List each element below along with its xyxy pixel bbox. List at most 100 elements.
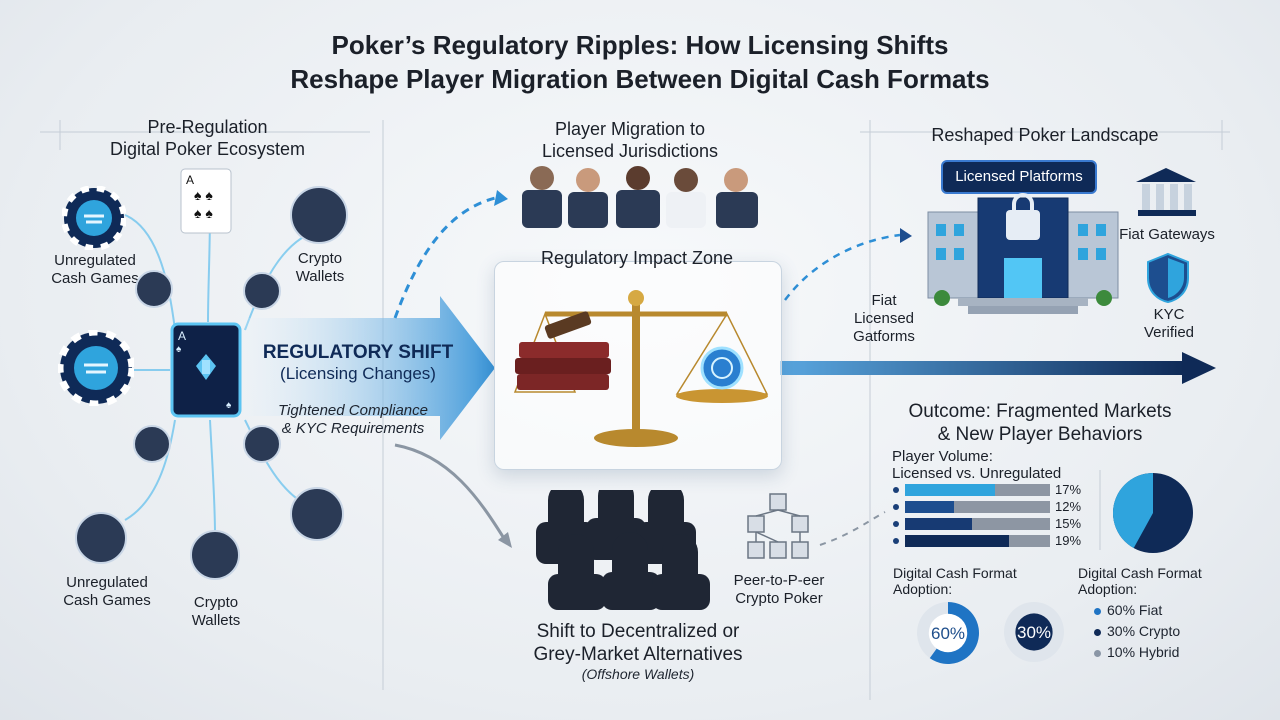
- landscape-dashed-arrow: [784, 233, 901, 301]
- label-line: Peer-to-P-eer: [733, 572, 825, 589]
- regulatory-shift-subtitle: (Licensing Changes): [280, 364, 436, 383]
- bank-building-icon: [1136, 168, 1196, 216]
- bar-unregulated: [972, 518, 1050, 530]
- outcome-heading: Outcome: Fragmented Markets & New Player…: [880, 400, 1200, 446]
- regulatory-shift-label: REGULATORY SHIFT (Licensing Changes): [258, 342, 458, 384]
- svg-text:♠: ♠: [176, 344, 182, 355]
- bar-bullet: [893, 504, 899, 510]
- adoption-left-label: Digital Cash Format Adoption:: [893, 565, 1043, 597]
- licensed-platform-building-icon: [927, 193, 1119, 314]
- migration-dashed-arrow: [393, 196, 496, 319]
- outcome-arrow-head: [1182, 352, 1216, 384]
- shield-icon: [1147, 252, 1189, 304]
- bar-licensed: [905, 484, 995, 496]
- title-line-2: Reshape Player Migration Between Digital…: [290, 64, 990, 94]
- playing-card-icon: A ♠ ♠ ♠ ♠: [180, 168, 232, 234]
- label-line: Crypto Poker: [735, 590, 823, 607]
- compliance-line1: Tightened Compliance: [278, 402, 428, 419]
- migration-heading-line1: Player Migration to: [554, 119, 706, 139]
- grey-market-arrow: [394, 443, 507, 541]
- blockchain-network-icon: [747, 493, 809, 559]
- scales-of-justice-icon: [513, 290, 769, 447]
- avatar: [290, 487, 344, 541]
- kyc-verified-label: KYC Verified: [1124, 306, 1214, 342]
- card-rank: A: [186, 173, 194, 187]
- label-line: Wallets: [191, 612, 241, 629]
- svg-text:♠: ♠: [226, 400, 232, 411]
- pre-regulation-heading-line2: Digital Poker Ecosystem: [109, 139, 306, 159]
- outcome-heading-line1: Outcome: Fragmented Markets: [908, 401, 1172, 422]
- compliance-line2: & KYC Requirements: [281, 420, 425, 437]
- label-line: Verified: [1143, 324, 1195, 341]
- donut-hole: [928, 613, 968, 653]
- bar-row: 17%: [893, 482, 1093, 497]
- player-volume-bar-chart: 17% 12% 15% 19%: [893, 482, 1093, 556]
- bar-value-label: 15%: [1055, 516, 1082, 531]
- migration-heading-line2: Licensed Jurisdictions: [541, 141, 719, 161]
- avatar: [243, 425, 281, 463]
- legend-label: 30% Crypto: [1107, 623, 1181, 639]
- bar-unregulated: [954, 501, 1050, 513]
- outcome-arrow-shaft: [780, 361, 1185, 375]
- volume-pie-chart: [1113, 473, 1193, 553]
- glowing-card-icon: A ♠ ♠: [170, 322, 242, 418]
- avatar: [243, 272, 281, 310]
- label-line: Cash Games: [51, 270, 139, 287]
- regulatory-shift-arrow: [245, 296, 495, 440]
- crypto-wallets-top-label: Crypto Wallets: [280, 250, 360, 286]
- page-title: Poker’s Regulatory Ripples: How Licensin…: [0, 28, 1280, 96]
- label-line: Unregulated: [54, 252, 136, 269]
- crypto-wallets-bottom-label: Crypto Wallets: [176, 594, 256, 630]
- legend-item: 30% Crypto: [1094, 621, 1234, 642]
- bar-row: 12%: [893, 499, 1093, 514]
- p2p-crypto-poker-label: Peer-to-P-eer Crypto Poker: [724, 572, 834, 608]
- legend-swatch: [1094, 628, 1101, 636]
- bar-licensed: [905, 501, 954, 513]
- avatar: [190, 530, 240, 580]
- pre-regulation-heading: Pre-Regulation Digital Poker Ecosystem: [80, 116, 335, 160]
- avatar: [135, 270, 173, 308]
- legend-item: 60% Fiat: [1094, 600, 1234, 621]
- fiat-adoption-donut: 60%: [917, 602, 979, 664]
- bar-row: 15%: [893, 516, 1093, 531]
- donut-hole: [1015, 613, 1053, 651]
- poker-chip-icon: [62, 186, 126, 250]
- svg-text:A: A: [178, 329, 186, 343]
- label-line: Gatforms: [853, 328, 915, 345]
- bar-value-label: 19%: [1055, 533, 1082, 548]
- pie-slice-light: [1113, 473, 1153, 549]
- crypto-adoption-donut: 30%: [1004, 602, 1064, 662]
- decentralized-heading: Shift to Decentralized or Grey-Market Al…: [488, 620, 788, 666]
- label-line: Fiat: [871, 292, 897, 309]
- outcome-heading-line2: & New Player Behaviors: [937, 424, 1143, 445]
- unregulated-cash-games-bottom-label: Unregulated Cash Games: [52, 574, 162, 610]
- bar-bullet: [893, 487, 899, 493]
- business-people-group-icon: [522, 166, 758, 228]
- svg-text:♠ ♠: ♠ ♠: [194, 205, 213, 221]
- poker-chip-icon: [58, 330, 134, 406]
- label-line: Digital Cash Format: [893, 565, 1017, 581]
- donut-value-label: 30%: [1017, 623, 1051, 642]
- label-line: Wallets: [295, 268, 345, 285]
- compliance-note: Tightened Compliance & KYC Requirements: [268, 402, 438, 438]
- label-line: Cash Games: [63, 592, 151, 609]
- label-line: Player Volume:: [892, 448, 993, 465]
- label-line: Licensed vs. Unregulated: [892, 465, 1062, 482]
- bar-unregulated: [1009, 535, 1050, 547]
- label-line: Crypto: [193, 594, 239, 611]
- avatar: [75, 512, 127, 564]
- donut-value-label: 60%: [931, 624, 965, 643]
- migration-heading: Player Migration to Licensed Jurisdictio…: [510, 118, 750, 162]
- bar-value-label: 17%: [1055, 482, 1082, 497]
- label-line: KYC: [1153, 306, 1185, 323]
- legend-label: 60% Fiat: [1107, 602, 1163, 618]
- label-line: Licensed: [853, 310, 915, 327]
- pre-regulation-heading-line1: Pre-Regulation: [147, 117, 268, 137]
- label-line: Crypto: [297, 250, 343, 267]
- adoption-right-label: Digital Cash Format Adoption:: [1078, 565, 1238, 597]
- bar-bullet: [893, 538, 899, 544]
- decentralized-heading-line1: Shift to Decentralized or: [536, 621, 740, 642]
- bar-value-label: 12%: [1055, 499, 1082, 514]
- licensed-platforms-badge: Licensed Platforms: [941, 160, 1097, 194]
